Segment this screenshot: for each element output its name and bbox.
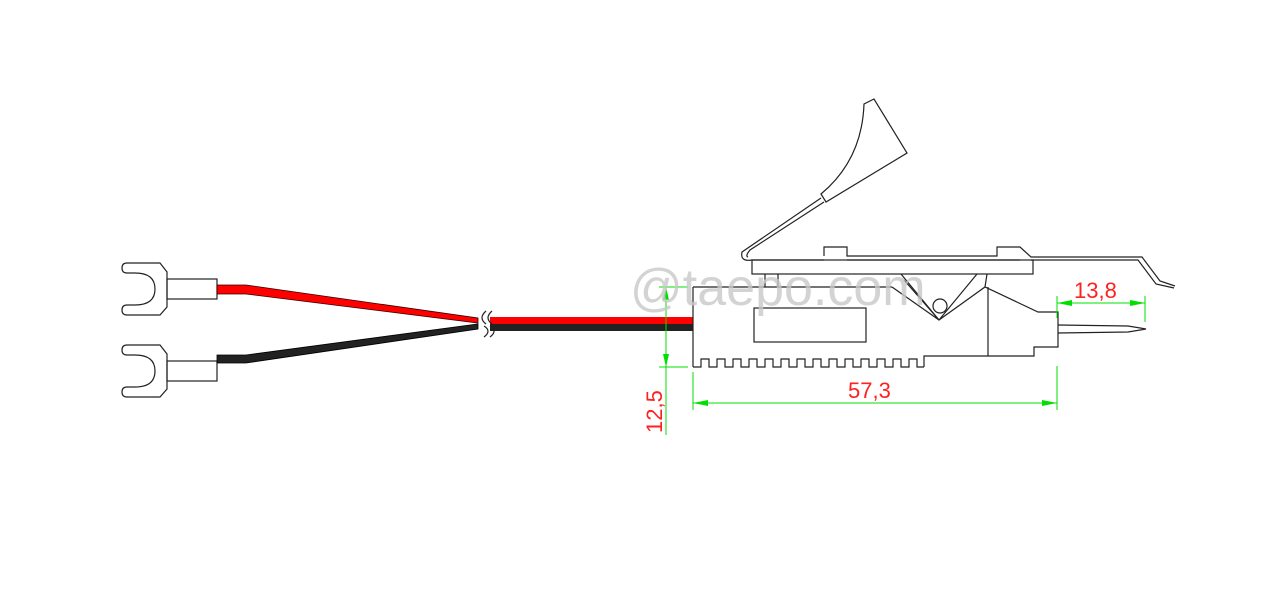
height-dimension <box>659 286 688 435</box>
height-label: 12,5 <box>642 390 667 433</box>
spade-terminal-red <box>121 262 218 316</box>
lever-handle <box>820 98 908 203</box>
red-wire-main <box>490 317 693 324</box>
probe-pin <box>1057 324 1147 334</box>
length-dimension <box>692 366 1058 410</box>
break-symbol <box>481 310 495 338</box>
length-label: 57,3 <box>848 378 891 403</box>
spade-terminal-black <box>121 344 218 398</box>
clip-body <box>692 98 1176 368</box>
black-wire <box>216 323 479 364</box>
black-wire-main <box>490 324 693 331</box>
red-wire <box>216 284 479 324</box>
pin-dimension <box>1056 296 1146 322</box>
watermark: @taepo.com <box>630 259 926 317</box>
pin-label: 13,8 <box>1074 278 1117 303</box>
